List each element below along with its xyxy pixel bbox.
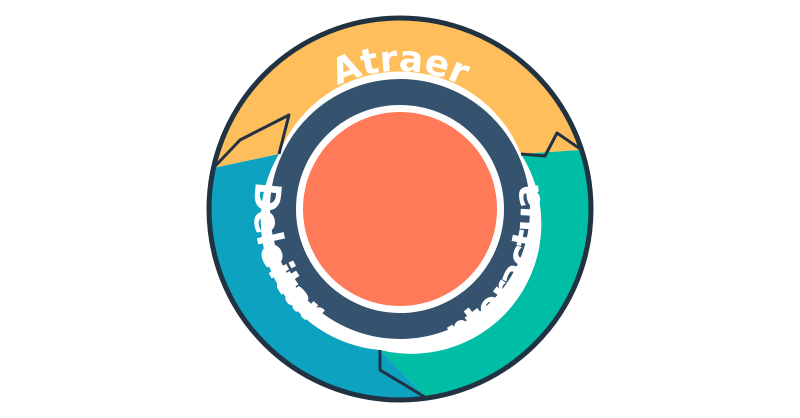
segment-engage xyxy=(380,149,591,399)
flywheel-segments xyxy=(208,17,591,400)
core-circle xyxy=(303,112,497,306)
outer-outline xyxy=(206,15,594,403)
divider-engage-delight xyxy=(378,350,428,400)
segment-dividers xyxy=(212,113,583,400)
segment-attract xyxy=(213,17,582,168)
inner-ring xyxy=(270,79,530,339)
divider-attract-engage xyxy=(520,131,583,158)
divider-delight-attract xyxy=(212,113,291,170)
segment-delight xyxy=(208,154,427,400)
